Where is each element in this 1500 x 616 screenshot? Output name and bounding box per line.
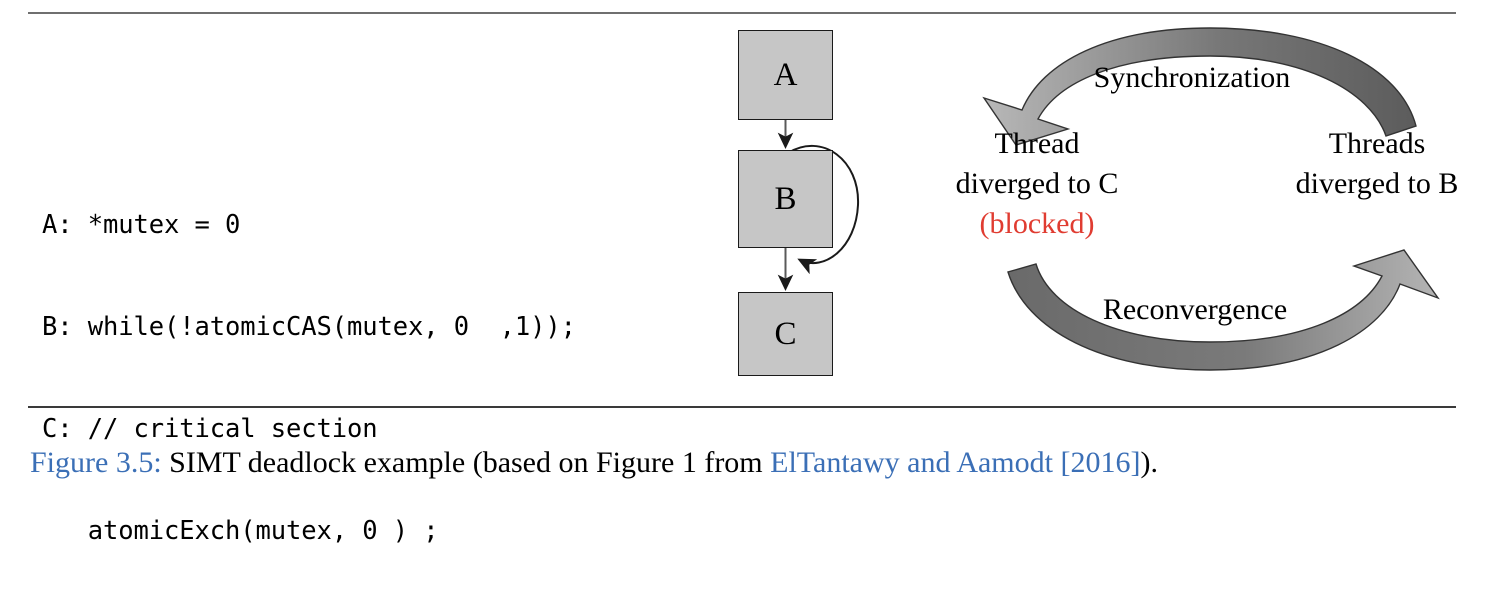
code-line-c-cont: atomicExch(mutex, 0 ) ; (42, 516, 439, 546)
deadlock-cycle-diagram: Synchronization Reconvergence Thread div… (930, 14, 1490, 394)
figure-caption: Figure 3.5: SIMT deadlock example (based… (30, 445, 1470, 481)
state-thread-diverged-to-c: Thread diverged to C (blocked) (922, 124, 1152, 244)
state-right-line2: diverged to B (1295, 167, 1459, 200)
flow-node-a-label: A (773, 56, 798, 93)
state-threads-diverged-to-b: Threads diverged to B (1262, 124, 1492, 204)
reconvergence-arrow (1007, 249, 1440, 371)
flow-node-c[interactable]: C (738, 292, 833, 376)
figure-caption-tail: ). (1140, 446, 1158, 479)
reconvergence-label: Reconvergence (1102, 293, 1288, 326)
figure-top-rule (28, 12, 1456, 14)
code-line-b: B: while(!atomicCAS(mutex, 0 ,1)); (42, 312, 576, 342)
code-line-c: C: // critical section (42, 414, 378, 444)
code-line-a: A: *mutex = 0 (42, 210, 241, 240)
flowchart-edges (777, 120, 860, 292)
state-right-line1: Threads (1328, 127, 1426, 160)
code-listing: A: *mutex = 0 B: while(!atomicCAS(mutex,… (42, 140, 576, 616)
synchronization-label: Synchronization (1093, 61, 1291, 94)
figure-container: A: *mutex = 0 B: while(!atomicCAS(mutex,… (28, 12, 1490, 546)
control-flow-graph: A B C (700, 20, 900, 390)
cycle-arrows (982, 27, 1440, 371)
figure-caption-text: SIMT deadlock example (based on Figure 1… (161, 446, 771, 479)
flow-node-b-label: B (774, 180, 797, 217)
edge-b-self-loop (787, 144, 860, 275)
state-left-line1: Thread (994, 127, 1080, 160)
synchronization-arrow (982, 27, 1417, 146)
figure-citation-link[interactable]: ElTantawy and Aamodt [2016] (770, 446, 1141, 479)
state-left-line2: diverged to C (955, 167, 1119, 200)
figure-number-label: Figure 3.5: (30, 446, 162, 479)
figure-bottom-rule (28, 406, 1456, 408)
flow-node-c-label: C (774, 315, 797, 352)
flow-node-a[interactable]: A (738, 30, 833, 120)
flow-node-b[interactable]: B (738, 150, 833, 248)
state-left-blocked-badge: (blocked) (979, 207, 1095, 240)
